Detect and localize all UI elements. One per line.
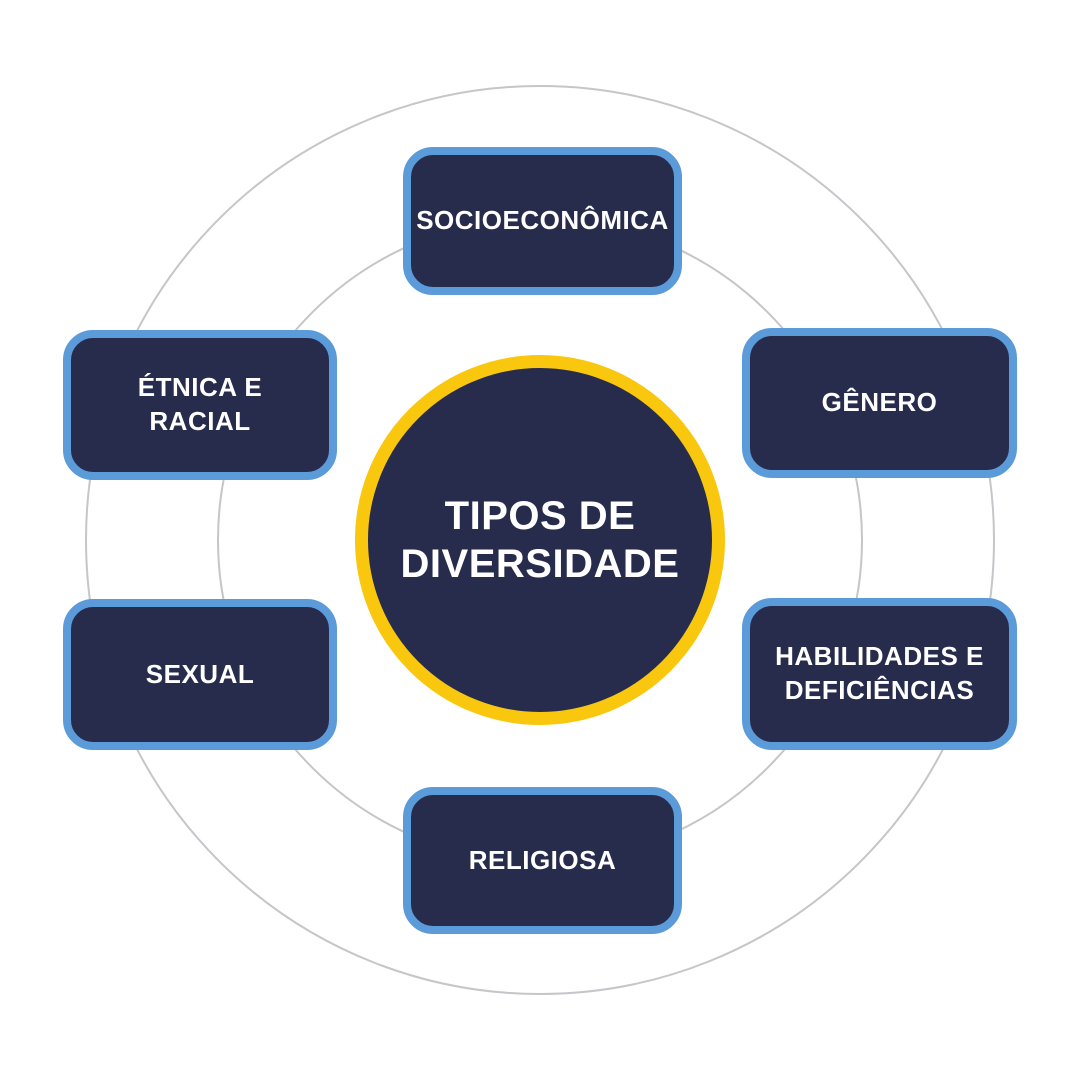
center-title-line-1: TIPOS DE (444, 494, 636, 538)
node-label: HABILIDADES E DEFICIÊNCIAS (775, 641, 984, 705)
outer-circle (85, 85, 995, 995)
node-label: SEXUAL (145, 658, 255, 689)
node-label: SOCIOECONÔMICA (416, 205, 669, 236)
node-socioeconomica: SOCIOECONÔMICA (403, 147, 682, 295)
node-label: ÉTNICA E RACIAL (137, 372, 263, 436)
center-title: TIPOS DE DIVERSIDADE (401, 492, 680, 588)
node-label: RELIGIOSA (468, 844, 617, 875)
center-title-line-2: DIVERSIDADE (400, 542, 680, 586)
center-circle: TIPOS DE DIVERSIDADE (355, 355, 725, 725)
node-label: GÊNERO (821, 387, 938, 418)
node-sexual: SEXUAL (63, 599, 337, 750)
node-etnica-racial: ÉTNICA E RACIAL (63, 330, 337, 480)
node-genero: GÊNERO (742, 328, 1017, 478)
node-religiosa: RELIGIOSA (403, 787, 682, 934)
node-habilidades-deficiencias: HABILIDADES E DEFICIÊNCIAS (742, 598, 1017, 750)
